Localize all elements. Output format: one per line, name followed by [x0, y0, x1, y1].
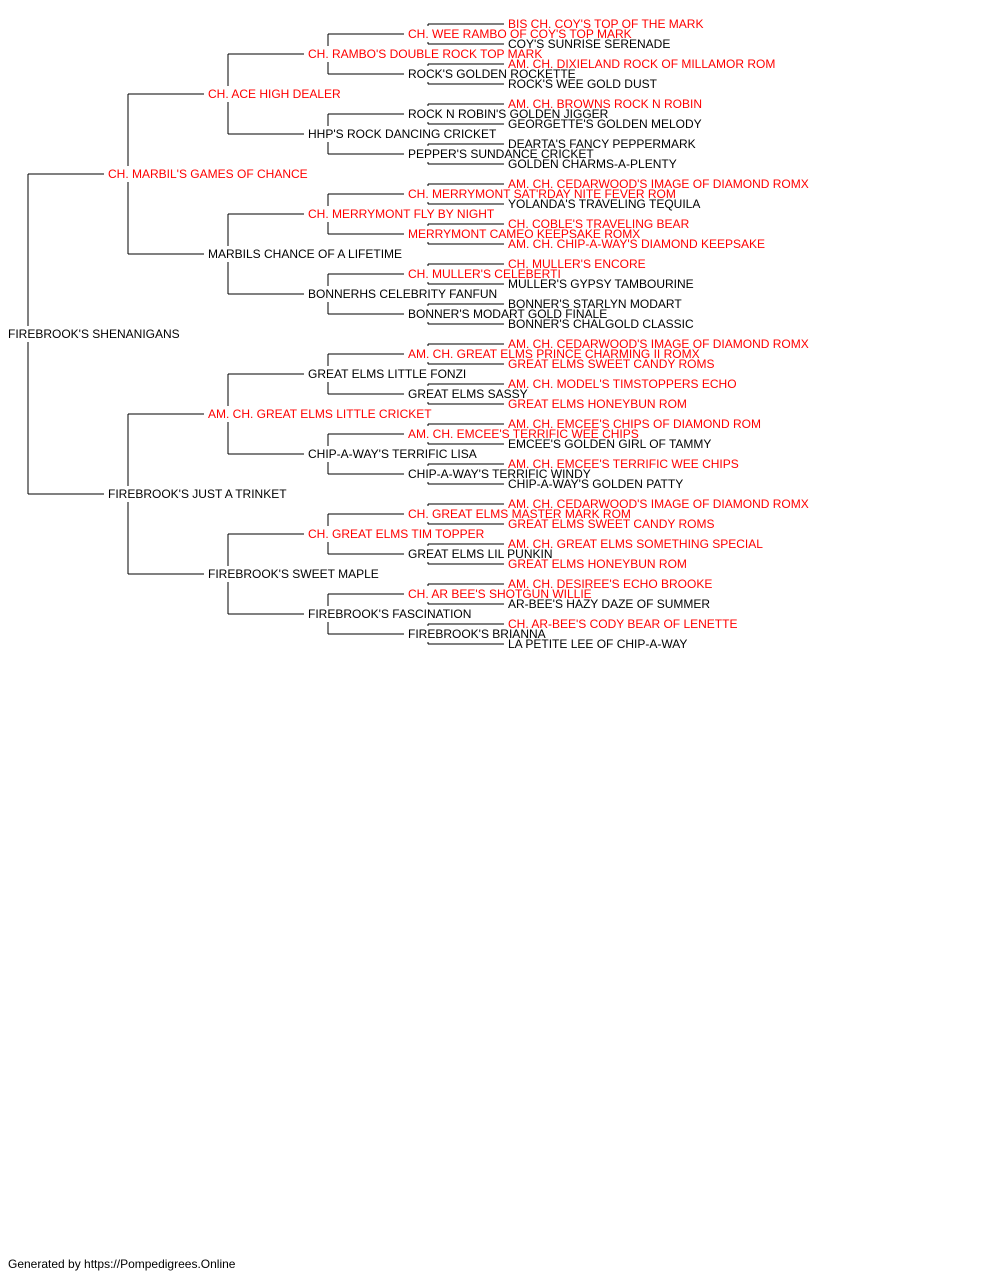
dog-name-gen-4: BONNER'S MODART GOLD FINALE — [408, 307, 607, 321]
dog-name-gen-5: GREAT ELMS SWEET CANDY ROMS — [508, 357, 714, 371]
dog-name-gen-5: AM. CH. CEDARWOOD'S IMAGE OF DIAMOND ROM… — [508, 177, 809, 191]
dog-name-gen-4: CHIP-A-WAY'S TERRIFIC WINDY — [408, 467, 591, 481]
dog-name-gen-3: HHP'S ROCK DANCING CRICKET — [308, 127, 497, 141]
dog-name-gen-5: AM. CH. MODEL'S TIMSTOPPERS ECHO — [508, 377, 737, 391]
dog-name-gen-5: BIS CH. COY'S TOP OF THE MARK — [508, 17, 703, 31]
dog-name-gen-5: AM. CH. EMCEE'S TERRIFIC WEE CHIPS — [508, 457, 739, 471]
dog-name-gen-5: AM. CH. CEDARWOOD'S IMAGE OF DIAMOND ROM… — [508, 497, 809, 511]
dog-name-gen-5: GOLDEN CHARMS-A-PLENTY — [508, 157, 677, 171]
dog-name-gen-3: BONNERHS CELEBRITY FANFUN — [308, 287, 497, 301]
dog-name-gen-5: BONNER'S STARLYN MODART — [508, 297, 682, 311]
dog-name-gen-0: FIREBROOK'S SHENANIGANS — [8, 327, 180, 341]
dog-name-gen-5: COY'S SUNRISE SERENADE — [508, 37, 670, 51]
dog-name-gen-5: LA PETITE LEE OF CHIP-A-WAY — [508, 637, 687, 651]
dog-name-gen-4: MERRYMONT CAMEO KEEPSAKE ROMX — [408, 227, 640, 241]
dog-name-gen-2: AM. CH. GREAT ELMS LITTLE CRICKET — [208, 407, 432, 421]
dog-name-gen-4: CH. MERRYMONT SAT'RDAY NITE FEVER ROM — [408, 187, 676, 201]
dog-name-gen-4: CH. AR BEE'S SHOTGUN WILLIE — [408, 587, 592, 601]
dog-name-gen-4: CH. WEE RAMBO OF COY'S TOP MARK — [408, 27, 632, 41]
dog-name-gen-5: AM. CH. GREAT ELMS SOMETHING SPECIAL — [508, 537, 763, 551]
dog-name-gen-5: BONNER'S CHALGOLD CLASSIC — [508, 317, 694, 331]
dog-name-gen-5: CHIP-A-WAY'S GOLDEN PATTY — [508, 477, 683, 491]
dog-name-gen-4: CH. MULLER'S CELEBERTI — [408, 267, 561, 281]
dog-name-gen-4: FIREBROOK'S BRIANNA — [408, 627, 546, 641]
dog-name-gen-3: CH. MERRYMONT FLY BY NIGHT — [308, 207, 495, 221]
dog-name-gen-3: FIREBROOK'S FASCINATION — [308, 607, 471, 621]
dog-name-gen-4: AM. CH. EMCEE'S TERRIFIC WEE CHIPS — [408, 427, 639, 441]
dog-name-gen-5: AM. CH. CEDARWOOD'S IMAGE OF DIAMOND ROM… — [508, 337, 809, 351]
dog-name-gen-4: ROCK N ROBIN'S GOLDEN JIGGER — [408, 107, 609, 121]
dog-name-gen-1: FIREBROOK'S JUST A TRINKET — [108, 487, 287, 501]
dog-name-gen-5: YOLANDA'S TRAVELING TEQUILA — [508, 197, 700, 211]
dog-name-gen-5: GEORGETTE'S GOLDEN MELODY — [508, 117, 702, 131]
dog-name-gen-2: FIREBROOK'S SWEET MAPLE — [208, 567, 379, 581]
dog-name-gen-4: CH. GREAT ELMS MASTER MARK ROM — [408, 507, 631, 521]
dog-name-gen-5: GREAT ELMS HONEYBUN ROM — [508, 557, 687, 571]
dog-name-gen-3: GREAT ELMS LITTLE FONZI — [308, 367, 466, 381]
dog-name-gen-4: GREAT ELMS SASSY — [408, 387, 528, 401]
dog-name-gen-1: CH. MARBIL'S GAMES OF CHANCE — [108, 167, 308, 181]
dog-name-gen-5: CH. MULLER'S ENCORE — [508, 257, 646, 271]
dog-name-gen-5: CH. AR-BEE'S CODY BEAR OF LENETTE — [508, 617, 737, 631]
dog-name-gen-2: CH. ACE HIGH DEALER — [208, 87, 341, 101]
dog-name-gen-5: AM. CH. CHIP-A-WAY'S DIAMOND KEEPSAKE — [508, 237, 765, 251]
dog-name-gen-3: CH. GREAT ELMS TIM TOPPER — [308, 527, 485, 541]
generated-by-footer: Generated by https://Pompedigrees.Online — [8, 1257, 236, 1271]
dog-name-gen-5: AM. CH. DIXIELAND ROCK OF MILLAMOR ROM — [508, 57, 775, 71]
dog-name-gen-4: AM. CH. GREAT ELMS PRINCE CHARMING II RO… — [408, 347, 700, 361]
dog-name-gen-5: GREAT ELMS HONEYBUN ROM — [508, 397, 687, 411]
dog-name-gen-5: MULLER'S GYPSY TAMBOURINE — [508, 277, 694, 291]
dog-name-gen-5: EMCEE'S GOLDEN GIRL OF TAMMY — [508, 437, 711, 451]
dog-name-gen-5: CH. COBLE'S TRAVELING BEAR — [508, 217, 690, 231]
dog-name-gen-4: GREAT ELMS LIL PUNKIN — [408, 547, 553, 561]
dog-name-gen-4: ROCK'S GOLDEN ROCKETTE — [408, 67, 576, 81]
dog-name-gen-5: AM. CH. DESIREE'S ECHO BROOKE — [508, 577, 712, 591]
dog-name-gen-2: MARBILS CHANCE OF A LIFETIME — [208, 247, 402, 261]
dog-name-gen-5: AM. CH. EMCEE'S CHIPS OF DIAMOND ROM — [508, 417, 761, 431]
dog-name-gen-5: AR-BEE'S HAZY DAZE OF SUMMER — [508, 597, 710, 611]
dog-name-gen-5: DEARTA'S FANCY PEPPERMARK — [508, 137, 696, 151]
dog-name-gen-5: ROCK'S WEE GOLD DUST — [508, 77, 658, 91]
dog-name-gen-3: CH. RAMBO'S DOUBLE ROCK TOP MARK — [308, 47, 542, 61]
dog-name-gen-4: PEPPER'S SUNDANCE CRICKET — [408, 147, 594, 161]
dog-name-gen-5: AM. CH. BROWNS ROCK N ROBIN — [508, 97, 702, 111]
dog-name-gen-5: GREAT ELMS SWEET CANDY ROMS — [508, 517, 714, 531]
dog-name-gen-3: CHIP-A-WAY'S TERRIFIC LISA — [308, 447, 477, 461]
